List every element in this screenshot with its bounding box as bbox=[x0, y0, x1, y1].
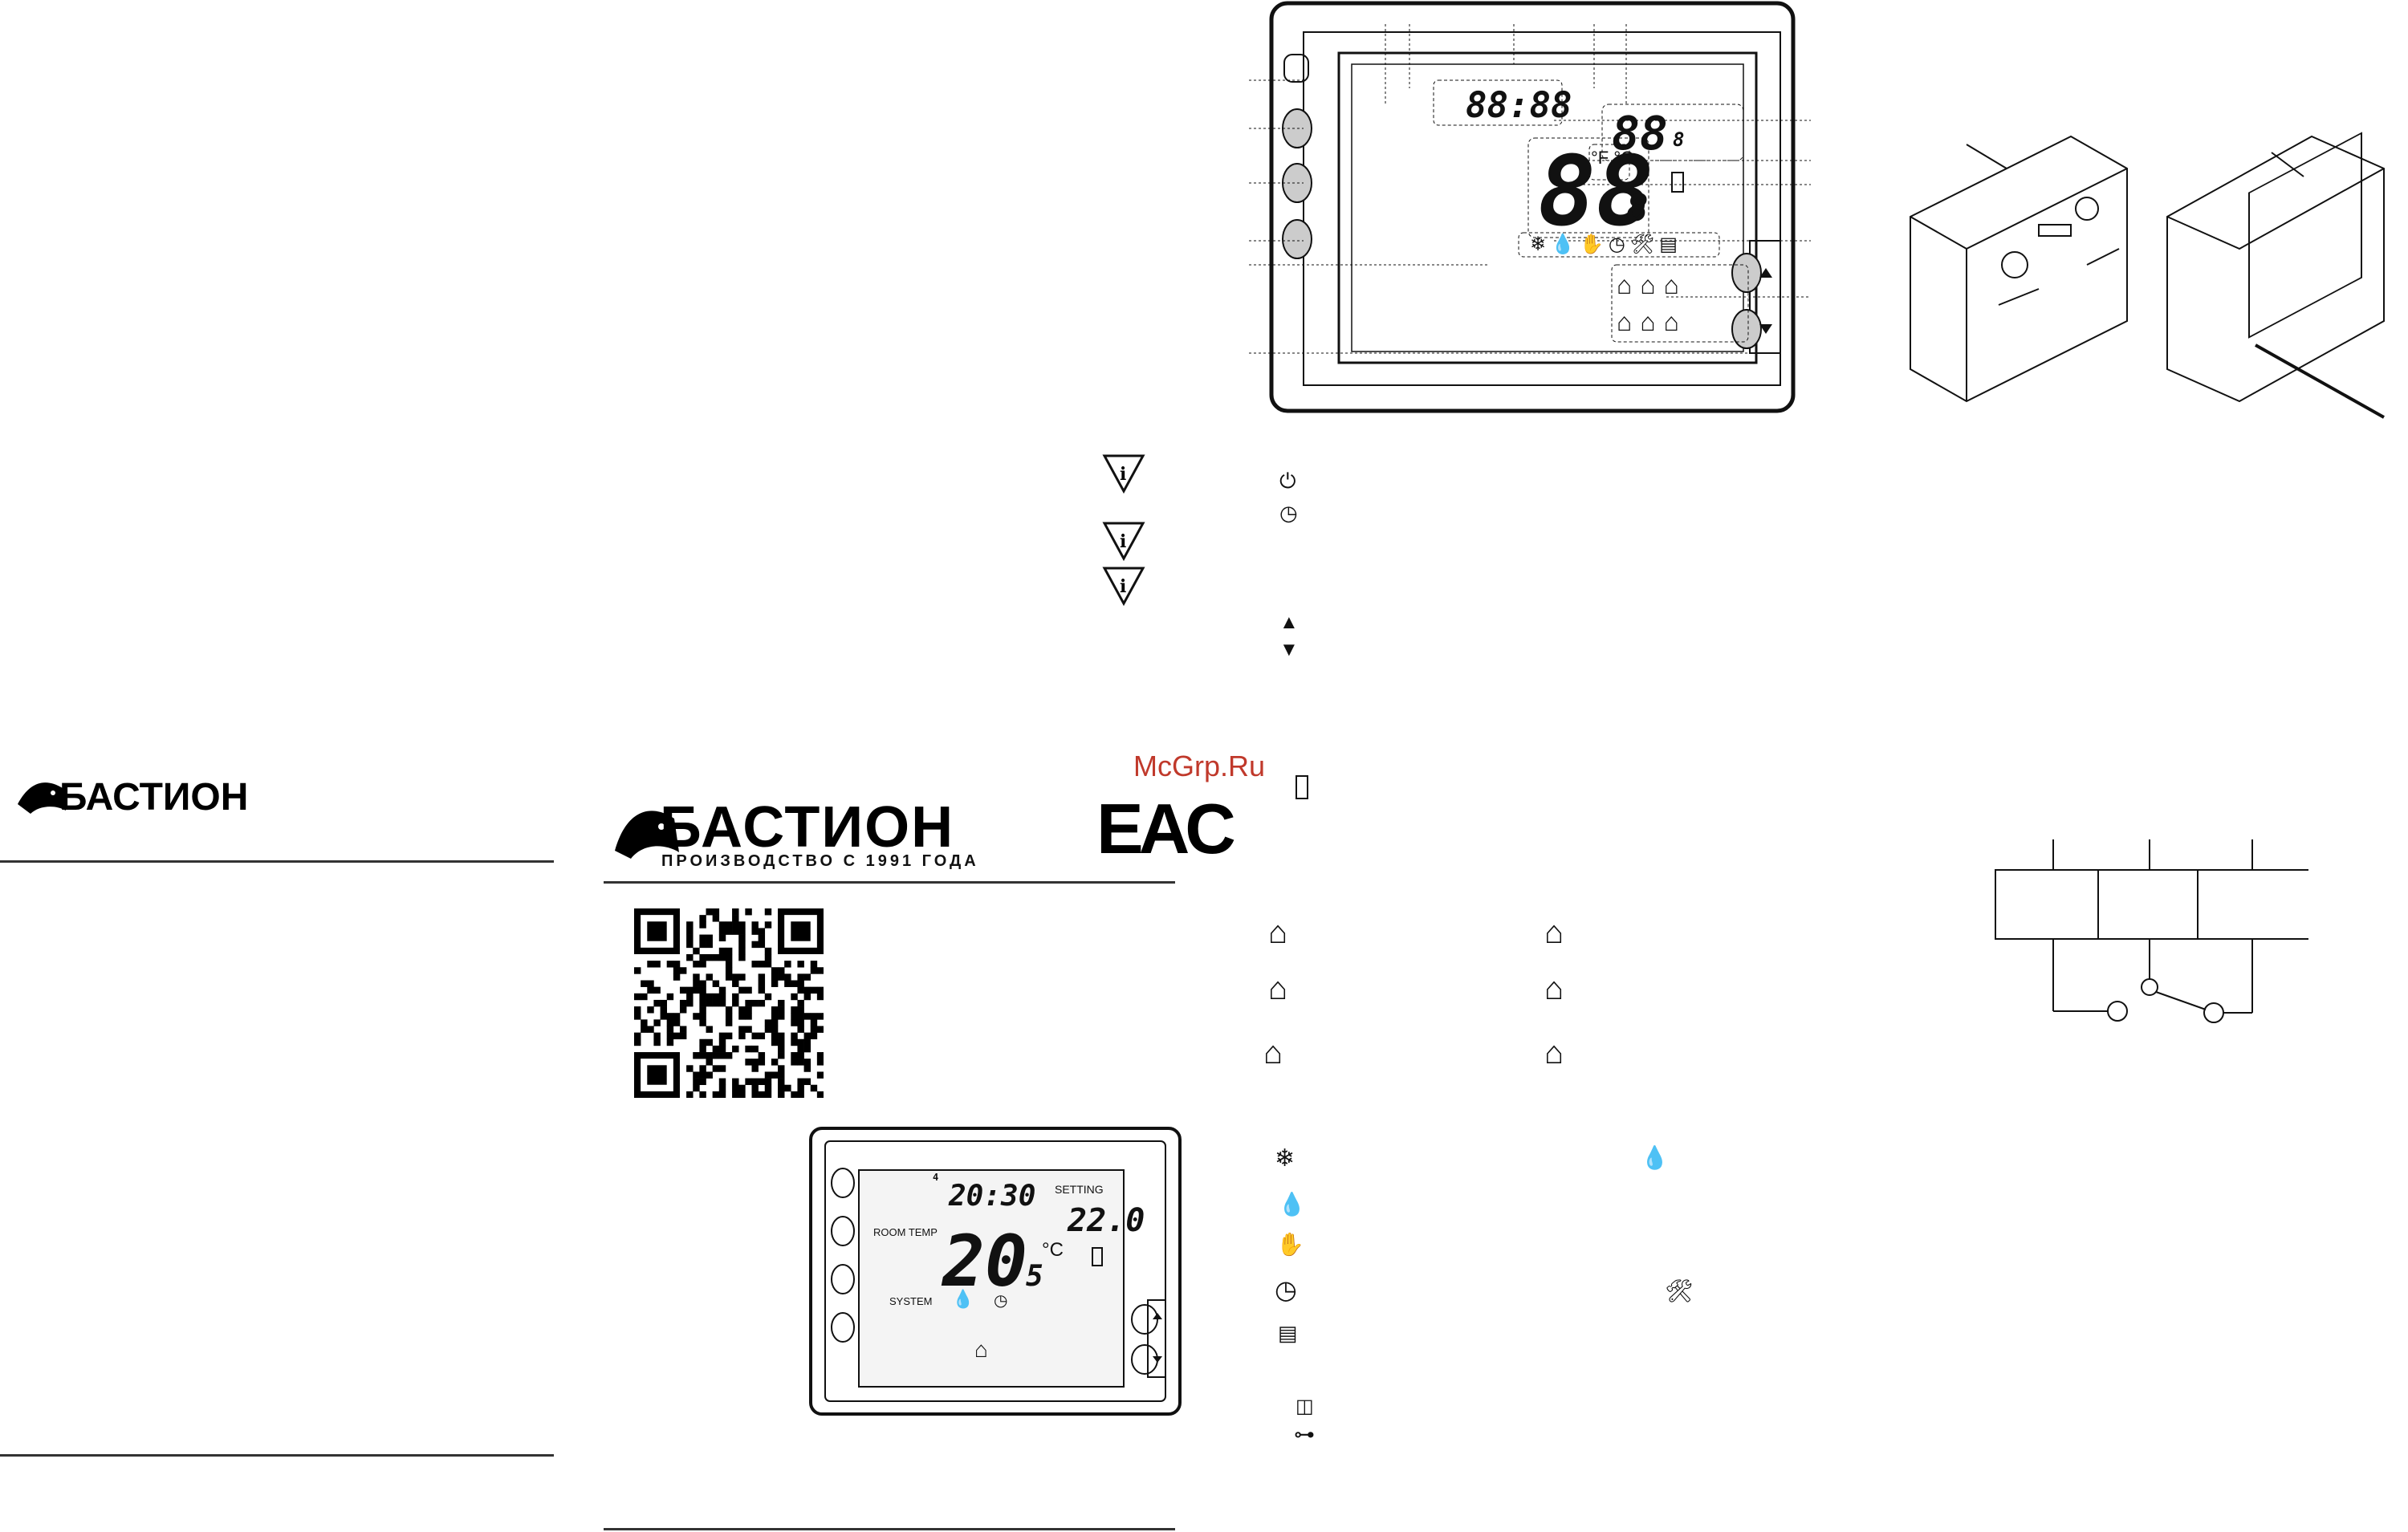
watermark: McGrp.Ru bbox=[1133, 750, 1266, 782]
stingray-logo-icon bbox=[615, 811, 679, 859]
installation-drawing bbox=[1902, 104, 2400, 425]
photo-room-temp-decimal: 5 bbox=[1026, 1260, 1043, 1293]
photo-room-label: ROOM TEMP bbox=[873, 1226, 938, 1238]
key-icon: ⊶ bbox=[1294, 1422, 1315, 1446]
divider bbox=[0, 860, 554, 863]
qr-code-graphic bbox=[634, 908, 824, 1099]
house-sun-night-icon: ⌂ bbox=[1263, 1035, 1283, 1071]
tools-icon: 🛠 bbox=[1665, 1278, 1694, 1303]
battery-icon bbox=[1092, 1247, 1103, 1266]
snowflake-icon: ❄ bbox=[1275, 1145, 1296, 1172]
photo-clock: 20:30 bbox=[949, 1180, 1036, 1213]
photo-system-label: SYSTEM bbox=[889, 1295, 933, 1307]
diagram-small-digits: 88 bbox=[1612, 106, 1668, 161]
display-diagram: 88:88 88 8 °F °C 88 8 ❄💧✋◷🛠▤ ⌂⌂⌂⌂⌂⌂ bbox=[1249, 0, 1811, 417]
photo-room-temp: 20 bbox=[942, 1220, 1027, 1302]
installation-graphic bbox=[1910, 132, 2385, 419]
down-arrow-icon: ▼ bbox=[1279, 639, 1299, 660]
warning-icon: i bbox=[1102, 522, 1145, 562]
eac-mark: EAC bbox=[1096, 789, 1236, 868]
holiday-icon: ◫ bbox=[1296, 1396, 1314, 1417]
clock-icon: ◷ bbox=[1279, 501, 1298, 525]
warning-icon: i bbox=[1102, 567, 1145, 607]
display-diagram-graphic bbox=[1249, 1, 1811, 413]
diagram-function-icons: ❄💧✋◷🛠▤ bbox=[1530, 234, 1682, 255]
divider bbox=[0, 1454, 554, 1457]
stingray-logo-icon bbox=[18, 782, 66, 814]
house-moon-snow-icon: ⌂ bbox=[1544, 915, 1564, 950]
power-icon: ⏻ bbox=[1279, 469, 1296, 493]
brand-logo-large: БАСТИОН ПРОИЗВОДСТВО С 1991 ГОДА bbox=[610, 794, 987, 875]
calendar-icon: ▤ bbox=[1278, 1321, 1298, 1345]
flame-icon: 💧 bbox=[1278, 1192, 1306, 1217]
wiring-graphic bbox=[1995, 839, 2311, 1023]
house-sun-snow-icon: ⌂ bbox=[1268, 971, 1288, 1006]
photo-clock-top-digit: 4 bbox=[933, 1172, 939, 1183]
house-open-icon: ⌂ bbox=[1544, 1035, 1564, 1071]
house-sun-moon-icon: ⌂ bbox=[1544, 971, 1564, 1006]
diagram-main-digits: 88 bbox=[1538, 136, 1654, 248]
clock-icon: ◷ bbox=[994, 1292, 1008, 1310]
brand-name-small: БАСТИОН bbox=[59, 776, 249, 819]
battery-icon bbox=[1671, 172, 1684, 193]
diagram-mode-icons: ⌂⌂⌂⌂⌂⌂ bbox=[1617, 270, 1687, 336]
svg-text:i: i bbox=[1120, 576, 1126, 597]
wiring-diagram bbox=[1987, 835, 2311, 1035]
photo-unit: °C bbox=[1042, 1239, 1064, 1261]
brand-logo-small: БАСТИОН bbox=[14, 772, 287, 820]
brand-tagline: ПРОИЗВОДСТВО С 1991 ГОДА bbox=[661, 852, 979, 870]
battery-icon bbox=[1296, 775, 1308, 799]
flame-icon: 💧 bbox=[952, 1289, 974, 1309]
divider bbox=[604, 1528, 1175, 1530]
svg-text:i: i bbox=[1120, 464, 1126, 485]
clock-icon: ◷ bbox=[1275, 1275, 1297, 1304]
hand-icon: ✋ bbox=[1276, 1232, 1304, 1257]
photo-setting-label: SETTING bbox=[1055, 1183, 1104, 1196]
svg-text:i: i bbox=[1120, 531, 1126, 552]
diagram-units: °F °C bbox=[1591, 148, 1634, 168]
diagram-small-decimal: 8 bbox=[1673, 128, 1685, 151]
warning-icon: i bbox=[1102, 454, 1145, 494]
thermostat-frame bbox=[809, 1127, 1182, 1416]
up-arrow-icon: ▲ bbox=[1279, 612, 1299, 633]
flame-icon: 💧 bbox=[1641, 1145, 1669, 1170]
thermostat-photo: 4 20:30 SETTING 22.0 ROOM TEMP 20 5 °C S… bbox=[807, 1127, 1183, 1417]
diagram-main-decimal: 8 bbox=[1626, 186, 1649, 230]
brand-name-large: БАСТИОН bbox=[660, 795, 955, 859]
qr-code bbox=[634, 908, 824, 1099]
diagram-clock: 88:88 bbox=[1466, 85, 1572, 126]
divider bbox=[604, 881, 1175, 884]
house-sun-night-icon: ⌂ bbox=[974, 1337, 988, 1362]
photo-setting-value: 22.0 bbox=[1068, 1202, 1145, 1239]
house-sun-icon: ⌂ bbox=[1268, 915, 1288, 950]
